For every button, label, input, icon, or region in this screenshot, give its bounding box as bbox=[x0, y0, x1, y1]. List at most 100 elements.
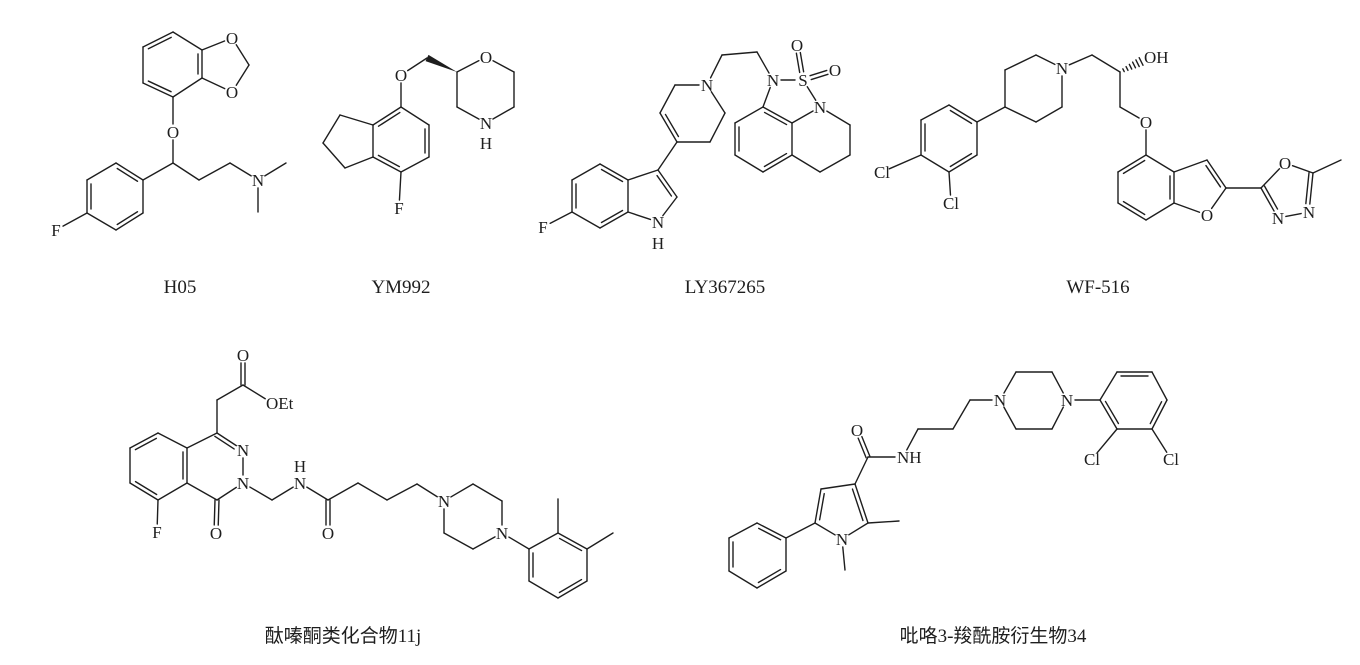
atom-label: N bbox=[438, 492, 450, 511]
double-bond-inner bbox=[1305, 171, 1310, 205]
single-bond bbox=[1096, 428, 1118, 454]
double-bond bbox=[557, 580, 588, 599]
double-bond bbox=[799, 51, 805, 73]
single-bond bbox=[820, 483, 856, 490]
double-bond-inner bbox=[1205, 164, 1222, 188]
single-bond bbox=[235, 64, 250, 86]
single-bond bbox=[1003, 371, 1017, 394]
double-bond-inner bbox=[147, 36, 172, 50]
single-bond bbox=[952, 399, 971, 430]
single-bond bbox=[443, 532, 474, 550]
single-bond bbox=[172, 77, 203, 98]
atom-label: N bbox=[294, 474, 306, 493]
single-bond bbox=[657, 141, 678, 171]
single-bond bbox=[327, 482, 359, 501]
atom-label: O bbox=[322, 524, 334, 543]
hash-bond bbox=[1122, 68, 1125, 73]
single-bond bbox=[1035, 54, 1056, 66]
double-bond-inner bbox=[134, 437, 158, 451]
double-bond bbox=[1099, 399, 1118, 430]
single-bond bbox=[508, 536, 530, 550]
double-bond-inner bbox=[558, 537, 583, 552]
single-bond bbox=[888, 154, 922, 170]
single-bond bbox=[1091, 54, 1121, 73]
atom-label: H bbox=[294, 457, 306, 476]
single-bond bbox=[734, 106, 764, 124]
single-bond bbox=[86, 212, 117, 231]
single-bond bbox=[920, 104, 950, 121]
single-bond bbox=[721, 51, 758, 56]
compound-caption: H05 bbox=[164, 277, 197, 298]
double-bond-inner bbox=[214, 435, 235, 450]
single-bond bbox=[571, 163, 601, 181]
single-bond bbox=[819, 154, 851, 173]
double-bond bbox=[1260, 187, 1275, 212]
single-bond bbox=[854, 456, 869, 485]
double-bond-inner bbox=[763, 152, 788, 168]
double-bond-inner bbox=[600, 209, 624, 224]
double-bond-inner bbox=[949, 109, 973, 125]
double-bond bbox=[372, 156, 402, 173]
single-bond bbox=[627, 169, 659, 181]
single-bond bbox=[344, 156, 374, 169]
single-bond bbox=[756, 51, 770, 74]
double-bond bbox=[814, 488, 822, 524]
atom-label: N bbox=[994, 391, 1006, 410]
single-bond bbox=[156, 499, 159, 525]
single-bond bbox=[710, 91, 726, 114]
double-bond bbox=[213, 499, 216, 526]
single-bond bbox=[1151, 371, 1168, 401]
double-bond bbox=[1151, 399, 1168, 430]
single-bond bbox=[1173, 159, 1208, 173]
atom-label: O bbox=[395, 66, 407, 85]
single-bond bbox=[662, 196, 678, 217]
atom-label: O bbox=[1140, 113, 1152, 132]
double-bond bbox=[115, 212, 144, 231]
single-bond bbox=[627, 211, 652, 221]
double-bond bbox=[861, 435, 871, 457]
atom-label: H bbox=[480, 134, 492, 153]
single-bond bbox=[528, 532, 559, 550]
double-bond-inner bbox=[116, 211, 139, 226]
single-bond bbox=[172, 31, 203, 51]
single-bond bbox=[1151, 428, 1168, 453]
single-bond bbox=[201, 40, 226, 51]
atom-label: N bbox=[237, 441, 249, 460]
double-bond-inner bbox=[656, 174, 673, 197]
atom-label: Cl bbox=[874, 163, 890, 182]
double-bond-inner bbox=[757, 568, 782, 584]
double-bond bbox=[1206, 159, 1227, 189]
single-bond bbox=[826, 110, 851, 126]
single-bond bbox=[492, 60, 515, 73]
single-bond bbox=[1312, 159, 1342, 174]
single-bond bbox=[791, 154, 821, 173]
double-bond bbox=[948, 104, 978, 123]
single-bond bbox=[86, 162, 117, 181]
double-bond-inner bbox=[377, 154, 401, 168]
double-bond-inner bbox=[851, 488, 864, 522]
wedge-bond bbox=[425, 54, 457, 72]
double-bond bbox=[948, 154, 978, 173]
single-bond bbox=[456, 106, 480, 120]
single-bond bbox=[1003, 406, 1017, 430]
single-bond bbox=[1051, 406, 1065, 430]
single-bond bbox=[472, 536, 496, 550]
atom-label: OH bbox=[1144, 48, 1169, 67]
single-bond bbox=[1004, 106, 1037, 123]
double-bond bbox=[217, 499, 220, 526]
atom-label: F bbox=[152, 523, 161, 542]
double-bond-inner bbox=[377, 111, 401, 127]
single-bond bbox=[734, 154, 764, 173]
double-bond-inner bbox=[1122, 159, 1146, 175]
single-bond bbox=[406, 57, 428, 72]
double-bond bbox=[810, 73, 829, 81]
single-bond bbox=[271, 486, 294, 501]
single-bond bbox=[186, 482, 218, 501]
atom-label: O bbox=[167, 123, 179, 142]
double-bond bbox=[557, 532, 588, 550]
single-bond bbox=[1051, 371, 1064, 394]
atom-label: N bbox=[701, 76, 713, 95]
